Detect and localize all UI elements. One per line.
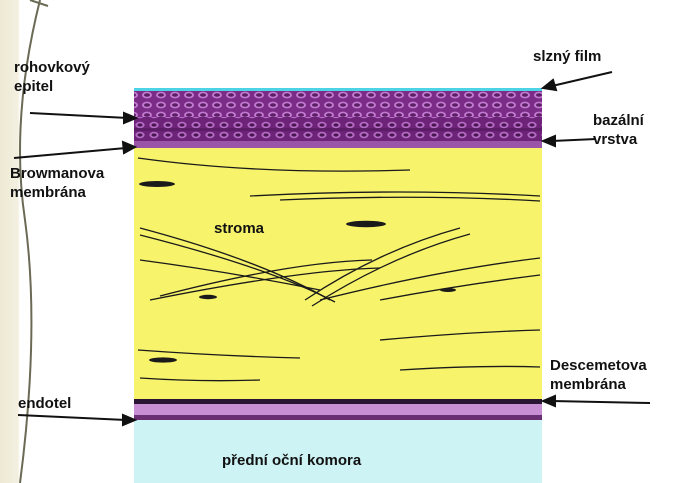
arrow-descemet	[552, 401, 650, 403]
label-descemet-membrane: Descemetova membrána	[550, 356, 647, 394]
label-stroma: stroma	[214, 219, 264, 238]
label-descemet-membrane-line1: Descemetova	[550, 356, 647, 375]
endothelium-base	[134, 415, 542, 420]
arrow-endothelium	[18, 415, 126, 420]
label-corneal-epithelium-line1: rohovkový	[14, 58, 90, 77]
label-basal-layer: bazální vrstva	[593, 111, 644, 149]
label-bowman-membrane-line1: Browmanova	[10, 164, 104, 183]
basal-row	[134, 128, 542, 131]
label-basal-layer-line2: vrstva	[593, 130, 644, 149]
label-corneal-epithelium-line2: epitel	[14, 77, 90, 96]
label-bowman-membrane-line2: membrána	[10, 183, 104, 202]
endothelium-layer	[134, 404, 542, 415]
arrow-basal-layer	[552, 139, 596, 141]
arrow-epithelium	[30, 113, 128, 118]
label-corneal-epithelium: rohovkový epitel	[14, 58, 90, 96]
label-endothelium: endotel	[18, 394, 71, 413]
arrow-bowman	[14, 148, 126, 158]
label-tear-film: slzný film	[533, 47, 601, 66]
label-bowman-membrane: Browmanova membrána	[10, 164, 104, 202]
label-descemet-membrane-line2: membrána	[550, 375, 647, 394]
epithelium-upper	[134, 91, 542, 117]
arrow-tear-film	[552, 72, 612, 86]
tear-film-layer	[134, 88, 542, 91]
bowman-membrane-layer	[134, 141, 542, 148]
descemet-membrane-layer	[134, 399, 542, 404]
label-basal-layer-line1: bazální	[593, 111, 644, 130]
label-anterior-chamber: přední oční komora	[222, 451, 361, 470]
stroma-layer	[134, 147, 542, 401]
